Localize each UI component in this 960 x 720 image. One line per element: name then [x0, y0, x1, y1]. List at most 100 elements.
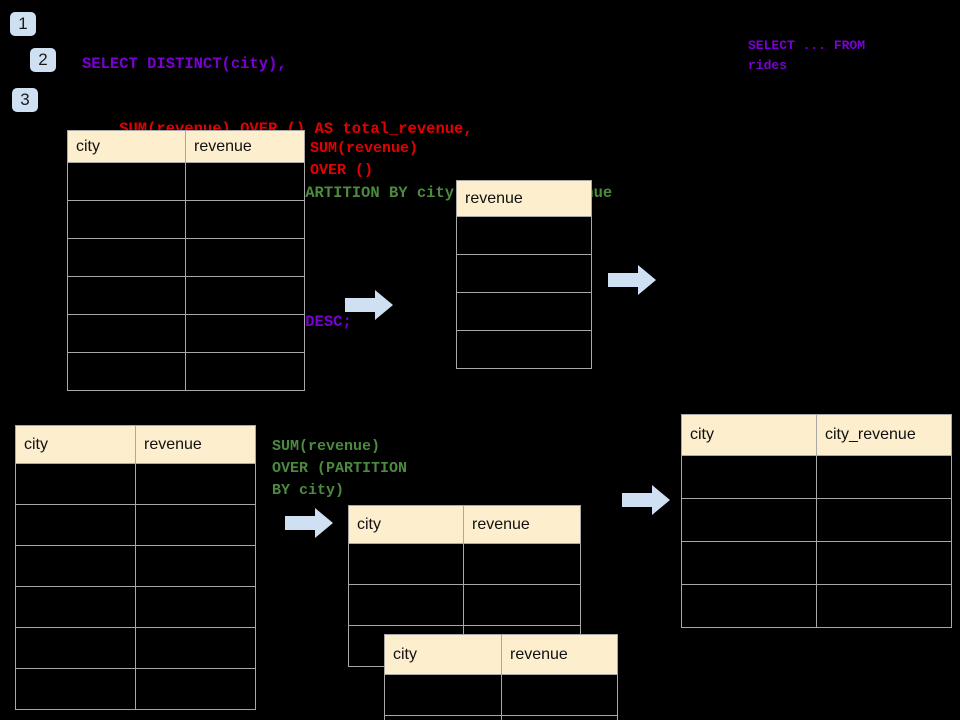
table-row: [15, 668, 256, 710]
arrow-rides-to-total-revenue: [345, 290, 393, 320]
cell-revenue: [501, 674, 618, 716]
column-header-city: city: [348, 505, 464, 544]
column-header-city: city: [67, 130, 186, 163]
cell-revenue: [456, 292, 592, 331]
table-header-row: revenue: [456, 180, 592, 217]
cell-city: [384, 674, 502, 716]
cell-city: [67, 314, 186, 353]
column-header-revenue: revenue: [456, 180, 592, 217]
cell-city-revenue: [816, 498, 952, 542]
step-badge-2: 2: [30, 48, 56, 72]
annotation-sum-over-partition: SUM(revenue) OVER (PARTITION BY city): [272, 438, 408, 499]
rides-source-table-top: city revenue: [67, 130, 305, 391]
cell-revenue: [185, 162, 305, 201]
cell-revenue: [185, 276, 305, 315]
cell-city: [15, 668, 136, 710]
total-revenue-table: revenue: [456, 180, 592, 369]
cell-revenue: [456, 254, 592, 293]
column-header-city: city: [15, 425, 136, 464]
cell-city: [15, 627, 136, 669]
cell-revenue: [185, 238, 305, 277]
cell-city: [67, 162, 186, 201]
table-row: [681, 498, 952, 542]
table-row: [456, 216, 592, 255]
table-row: [67, 276, 305, 315]
cell-revenue: [135, 627, 256, 669]
annotation-sum-over-empty: SUM(revenue) OVER (): [310, 140, 419, 179]
cell-revenue: [135, 586, 256, 628]
table-row: [15, 627, 256, 669]
table-row: [348, 543, 581, 585]
table-row: [15, 463, 256, 505]
table-header-row: city revenue: [384, 634, 618, 675]
cell-revenue: [135, 463, 256, 505]
table-row: [67, 200, 305, 239]
city-revenue-result-table: city city_revenue: [681, 414, 952, 628]
column-header-revenue: revenue: [501, 634, 618, 675]
cell-revenue: [456, 330, 592, 369]
step-badge-3: 3: [12, 88, 38, 112]
cell-city-revenue: [816, 541, 952, 585]
cell-city: [348, 584, 464, 626]
column-header-revenue: revenue: [185, 130, 305, 163]
column-header-revenue: revenue: [463, 505, 581, 544]
table-row: [456, 330, 592, 369]
cell-city: [67, 352, 186, 391]
cell-city: [15, 545, 136, 587]
partition-group-table-lower: city revenue: [384, 634, 618, 720]
cell-city: [384, 715, 502, 720]
cell-city: [67, 276, 186, 315]
table-row: [67, 238, 305, 277]
table-row: [384, 715, 618, 720]
arrow-total-revenue-to-result: [608, 265, 656, 295]
cell-revenue: [456, 216, 592, 255]
cell-revenue: [135, 668, 256, 710]
cell-city: [67, 238, 186, 277]
table-header-row: city revenue: [67, 130, 305, 163]
column-header-city: city: [681, 414, 817, 456]
cell-revenue: [185, 200, 305, 239]
sql-line-1: SELECT DISTINCT(city),: [82, 55, 287, 73]
table-row: [15, 545, 256, 587]
cell-city: [15, 463, 136, 505]
table-row: [67, 162, 305, 201]
cell-revenue: [501, 715, 618, 720]
column-header-city-revenue: city_revenue: [816, 414, 952, 456]
cell-city: [681, 584, 817, 628]
cell-revenue: [185, 314, 305, 353]
table-row: [456, 292, 592, 331]
cell-revenue: [463, 584, 581, 626]
cell-revenue: [135, 504, 256, 546]
table-row: [456, 254, 592, 293]
cell-city-revenue: [816, 584, 952, 628]
arrow-partition-to-result: [622, 485, 670, 515]
table-row: [384, 674, 618, 716]
cell-revenue: [135, 545, 256, 587]
column-header-city: city: [384, 634, 502, 675]
annotation-select-from-rides: SELECT ... FROM rides: [748, 38, 866, 73]
table-header-row: city revenue: [348, 505, 581, 544]
table-row: [15, 586, 256, 628]
table-header-row: city revenue: [15, 425, 256, 464]
rides-source-table-bottom: city revenue: [15, 425, 256, 710]
arrow-rides-to-partition: [285, 508, 333, 538]
cell-city: [681, 455, 817, 499]
cell-city: [348, 543, 464, 585]
cell-city: [67, 200, 186, 239]
cell-revenue: [463, 543, 581, 585]
cell-city: [15, 504, 136, 546]
column-header-revenue: revenue: [135, 425, 256, 464]
cell-city: [15, 586, 136, 628]
step-badge-1: 1: [10, 12, 36, 36]
partition-group-table-upper: city revenue: [348, 505, 581, 667]
table-row: [681, 584, 952, 628]
table-row: [67, 314, 305, 353]
cell-city: [681, 498, 817, 542]
table-header-row: city city_revenue: [681, 414, 952, 456]
table-row: [67, 352, 305, 391]
table-row: [681, 455, 952, 499]
cell-city-revenue: [816, 455, 952, 499]
cell-revenue: [185, 352, 305, 391]
table-row: [15, 504, 256, 546]
